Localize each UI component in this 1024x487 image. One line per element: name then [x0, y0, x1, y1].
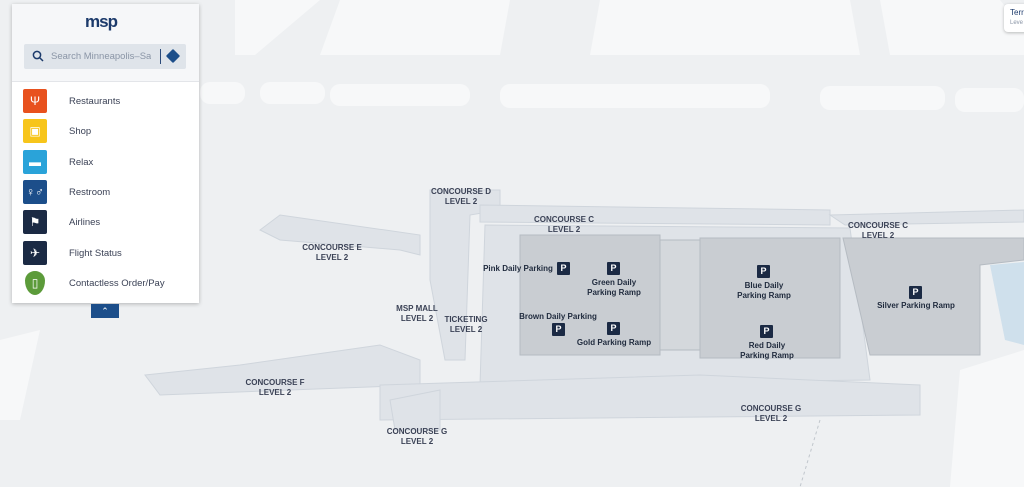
category-flight-status[interactable]: ✈ Flight Status [23, 241, 193, 265]
shopping-bag-icon: ▣ [23, 119, 47, 143]
fork-knife-icon: Ψ [23, 89, 47, 113]
armchair-icon: ▬ [23, 150, 47, 174]
category-shop[interactable]: ▣ Shop [23, 119, 193, 143]
category-airlines[interactable]: ⚑ Airlines [23, 210, 193, 234]
search-input[interactable]: Search Minneapolis–Sai [24, 44, 186, 69]
category-restroom[interactable]: ♀♂ Restroom [23, 180, 193, 204]
parking-brown[interactable]: Brown Daily Parking [519, 312, 597, 321]
map-pin-order-icon: ▯ [25, 271, 45, 295]
directions-icon[interactable] [165, 48, 181, 64]
category-label: Flight Status [69, 247, 122, 259]
parking-gold[interactable]: Gold Parking Ramp [576, 338, 652, 347]
divider [160, 49, 161, 64]
terminal-title: Terr [1010, 8, 1024, 17]
restroom-icon: ♀♂ [23, 180, 47, 204]
airplane-icon: ✈ [23, 241, 47, 265]
category-restaurants[interactable]: Ψ Restaurants [23, 89, 193, 113]
category-label: Shop [69, 125, 92, 137]
category-label: Restaurants [69, 95, 121, 107]
parking-pink[interactable]: Pink Daily Parking [483, 264, 553, 273]
search-icon [32, 50, 44, 62]
parking-icon[interactable]: P [552, 323, 565, 336]
search-placeholder: Search Minneapolis–Sai [51, 51, 151, 62]
category-label: Relax [69, 156, 94, 168]
category-contactless-order[interactable]: ▯ Contactless Order/Pay [23, 271, 193, 295]
parking-icon[interactable]: P [557, 262, 570, 275]
road [799, 419, 821, 487]
category-relax[interactable]: ▬ Relax [23, 150, 193, 174]
parking-icon[interactable]: P [757, 265, 770, 278]
pond [990, 262, 1024, 345]
terminal-level-selector[interactable]: Terr Leve [1004, 4, 1024, 32]
parking-ramps [519, 234, 1024, 359]
parking-icon[interactable]: P [909, 286, 922, 299]
panel-header: msp Search Minneapolis–Sai [12, 4, 199, 82]
msp-logo: msp [85, 12, 118, 31]
airline-counter-icon: ⚑ [23, 210, 47, 234]
parking-icon[interactable]: P [607, 262, 620, 275]
terminal-level: Leve [1010, 20, 1024, 26]
category-label: Airlines [69, 216, 101, 228]
parking-icon[interactable]: P [760, 325, 773, 338]
parking-silver[interactable]: Silver Parking Ramp [877, 301, 955, 310]
parking-icon[interactable]: P [607, 322, 620, 335]
collapse-panel-button[interactable]: ⌃ [91, 304, 119, 318]
category-label: Restroom [69, 186, 111, 198]
category-label: Contactless Order/Pay [69, 277, 165, 289]
